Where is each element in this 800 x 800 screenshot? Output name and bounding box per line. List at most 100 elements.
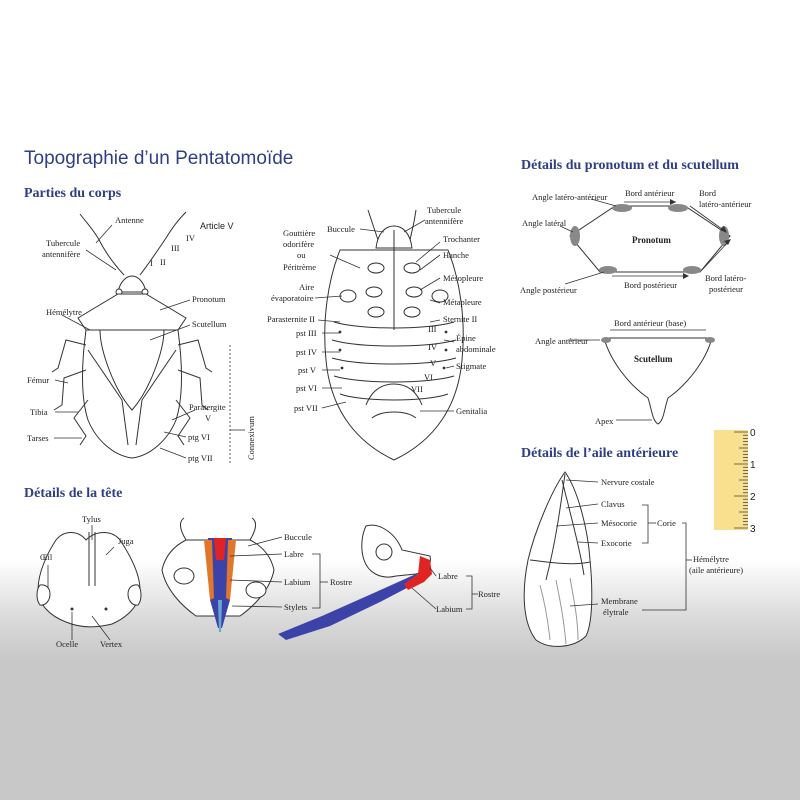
head-front bbox=[36, 525, 142, 641]
ruler-label-3: 3 bbox=[750, 524, 756, 535]
section-title-wing: Détails de l’aile antérieure bbox=[521, 446, 679, 461]
bug-body bbox=[82, 329, 182, 459]
side-labre bbox=[404, 556, 432, 590]
label-sternite: Sternite II bbox=[443, 314, 477, 324]
label-v-tubercule-2: antennifère bbox=[425, 216, 463, 226]
ventral-body bbox=[324, 249, 464, 461]
head-side bbox=[278, 524, 478, 640]
label-s-labium: Labium bbox=[436, 604, 463, 614]
label-epine-1: Épine bbox=[456, 333, 476, 343]
label-tarses: Tarses bbox=[27, 433, 49, 443]
label-ptg6: ptg VI bbox=[188, 432, 210, 442]
scale-ruler: 0 1 2 3 bbox=[714, 428, 756, 535]
bug-head bbox=[117, 275, 147, 293]
head-rostrum bbox=[161, 517, 328, 632]
ventral-antenna-right bbox=[409, 209, 417, 241]
label-vertex: Vertex bbox=[100, 639, 123, 649]
label-exocorie: Exocorie bbox=[601, 538, 632, 548]
label-trochanter: Trochanter bbox=[443, 234, 480, 244]
label-angle-posterieur: Angle postérieur bbox=[520, 285, 577, 295]
label-parasternite: Parasternite II bbox=[267, 314, 315, 324]
head-rostrum-labels: Buccule Labre Labium Stylets Rostre bbox=[284, 532, 352, 612]
bug-scutellum bbox=[99, 329, 165, 411]
bug-leg-right-1 bbox=[177, 339, 213, 373]
rostrum-stylet-right bbox=[226, 540, 236, 600]
body-leaders bbox=[54, 224, 245, 465]
label-oeil: Œil bbox=[40, 552, 53, 562]
label-article: Article V bbox=[200, 221, 234, 231]
label-bord-anterieur-base: Bord antérieur (base) bbox=[614, 318, 686, 328]
label-hemelytre-1: Hémélytre bbox=[693, 554, 729, 564]
label-nervure-costale: Nervure costale bbox=[601, 477, 655, 487]
section-title-pronotum: Détails du pronotum et du scutellum bbox=[521, 158, 739, 173]
label-r-labre: Labre bbox=[284, 549, 304, 559]
label-tubercule-1: Tubercule bbox=[46, 238, 80, 248]
label-tubercule-2: antennifère bbox=[42, 249, 80, 259]
label-scutellum: Scutellum bbox=[192, 319, 227, 329]
scutellum-labels: Bord antérieur (base) Angle antérieur Sc… bbox=[535, 318, 686, 426]
label-bord-posterieur: Bord postérieur bbox=[624, 280, 677, 290]
bug-leg-right-2 bbox=[177, 369, 209, 411]
label-hanche: Hanche bbox=[443, 250, 469, 260]
label-mesopleure: Mésopleure bbox=[443, 273, 483, 283]
label-r-rostre: Rostre bbox=[330, 577, 352, 587]
bug-leg-left-3 bbox=[73, 399, 89, 446]
label-v-tubercule-1: Tubercule bbox=[427, 205, 461, 215]
label-gouttiere-1: Gouttière bbox=[283, 228, 315, 238]
label-ocelle: Ocelle bbox=[56, 639, 78, 649]
label-genitalia: Genitalia bbox=[456, 406, 487, 416]
label-pronotum: Pronotum bbox=[192, 294, 226, 304]
label-angle-lateral: Angle latéral bbox=[522, 218, 567, 228]
ruler-label-1: 1 bbox=[750, 460, 756, 471]
pronotum-labels: Angle latéro-antérieur Bord antérieur Bo… bbox=[520, 188, 752, 295]
label-r-stylets: Stylets bbox=[284, 602, 307, 612]
label-r-buccule: Buccule bbox=[284, 532, 312, 542]
label-iv: IV bbox=[186, 233, 196, 243]
label-iii: III bbox=[171, 243, 180, 253]
label-juga: Juga bbox=[118, 536, 134, 546]
label-femur: Fémur bbox=[27, 375, 49, 385]
label-corie: Corie bbox=[657, 518, 676, 528]
label-bord-latero-anterieur-1: Bord bbox=[699, 188, 717, 198]
label-i: I bbox=[150, 258, 153, 268]
label-bord-latero-posterieur-1: Bord latéro- bbox=[705, 273, 746, 283]
label-ii: II bbox=[160, 257, 166, 267]
label-angle-anterieur: Angle antérieur bbox=[535, 336, 588, 346]
ventral-labels: Buccule Tubercule antennifère Gouttière … bbox=[267, 205, 496, 416]
bug-hemelytra-left bbox=[87, 349, 129, 446]
label-aire-1: Aire bbox=[299, 282, 314, 292]
label-clavus: Clavus bbox=[601, 499, 625, 509]
label-pronotum-center: Pronotum bbox=[632, 235, 671, 245]
bug-ventral bbox=[324, 209, 464, 461]
wing-shape bbox=[523, 471, 593, 647]
scutellum-detail bbox=[568, 329, 715, 425]
head-side-labels: Labre Labium Rostre bbox=[436, 571, 500, 614]
side-labium bbox=[278, 574, 426, 640]
label-r-labium: Labium bbox=[284, 577, 311, 587]
label-membrane-2: élytrale bbox=[603, 607, 629, 617]
label-epine-2: abdominale bbox=[456, 344, 496, 354]
scutellum-shape bbox=[603, 337, 713, 425]
ventral-antenna-left bbox=[367, 209, 379, 241]
rostrum-labium bbox=[208, 538, 232, 628]
label-seg-v: V bbox=[430, 358, 437, 368]
label-bord-latero-posterieur-2: postérieur bbox=[709, 284, 743, 294]
ruler-label-0: 0 bbox=[750, 428, 756, 439]
pronotum-detail bbox=[559, 198, 731, 285]
label-s-rostre: Rostre bbox=[478, 589, 500, 599]
rostrum-labre bbox=[214, 538, 226, 560]
label-peritreme: Péritrème bbox=[283, 262, 316, 272]
antenna-right bbox=[139, 211, 187, 276]
bug-dorsal bbox=[51, 211, 213, 459]
label-pst4: pst IV bbox=[296, 347, 318, 357]
body-labels: Antenne Article V IV III II I Tubercule … bbox=[27, 215, 256, 463]
label-ptg7: ptg VII bbox=[188, 453, 213, 463]
label-metapleure: Métapleure bbox=[443, 297, 482, 307]
head-front-labels: Tylus Juga Œil Ocelle Vertex bbox=[40, 514, 134, 649]
antenna-left bbox=[79, 213, 125, 276]
label-gouttiere-3: ou bbox=[297, 250, 306, 260]
label-hemelytre-2: (aile antérieure) bbox=[689, 565, 743, 575]
top-margin bbox=[0, 0, 800, 108]
label-angle-latero-anterieur: Angle latéro-antérieur bbox=[532, 192, 607, 202]
